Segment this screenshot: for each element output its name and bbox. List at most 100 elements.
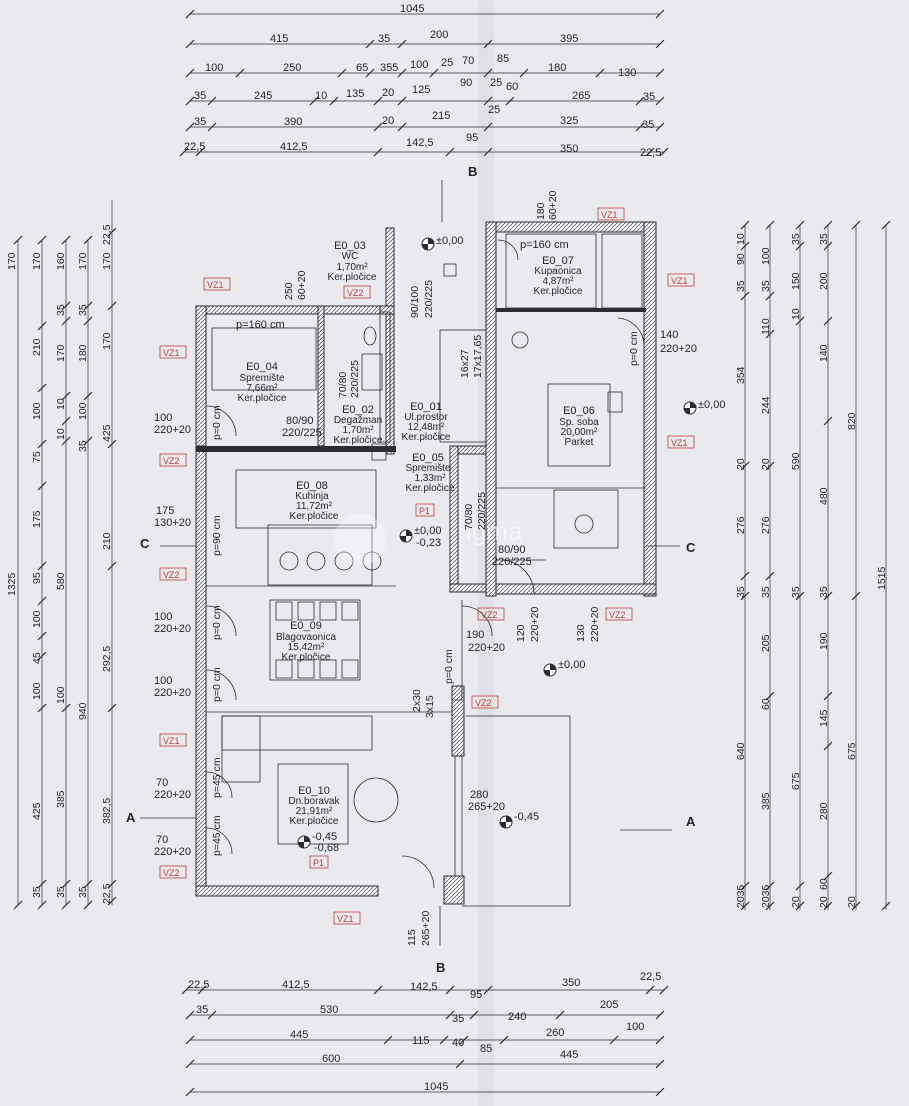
- dim-top-3-1: 35: [194, 90, 206, 102]
- dim-left-c4: 10: [55, 398, 67, 410]
- dim-top-3-10: 265: [572, 90, 590, 102]
- level-marker-bedroom: ±0,00: [683, 399, 725, 415]
- dim-right-b2: 35: [760, 280, 772, 292]
- svg-text:220/225: 220/225: [423, 280, 435, 318]
- section-b-bottom: B: [436, 960, 445, 975]
- svg-text:280: 280: [470, 789, 488, 801]
- svg-text:130+20: 130+20: [154, 517, 191, 529]
- dim-left-total: 1325: [6, 572, 18, 596]
- tag-vz1-g: VZ1: [337, 914, 354, 924]
- dim-left-b6: 95: [31, 572, 43, 584]
- dim-right-b3: 110: [760, 318, 772, 335]
- dim-left-b11: 35: [31, 886, 43, 898]
- dim-top-2-7: 70: [462, 55, 474, 67]
- svg-text:70/80: 70/80: [463, 504, 475, 530]
- svg-text:E0_09: E0_09: [290, 620, 322, 632]
- tag-vz1-c: VZ1: [671, 276, 688, 286]
- svg-text:21,91m²: 21,91m²: [296, 806, 333, 817]
- svg-text:130: 130: [575, 624, 587, 642]
- dim-right-e2: 675: [846, 742, 858, 760]
- dim-left-e3: 425: [101, 424, 113, 442]
- dim-left-b7: 100: [31, 610, 43, 628]
- dim-left-b3: 100: [31, 402, 43, 420]
- dim-top-4-7: 35: [642, 119, 654, 131]
- svg-text:1,70m²: 1,70m²: [336, 262, 368, 273]
- room-e0-04: E0_04 Spremište 7,66m² Ker.pločice: [238, 361, 287, 404]
- section-c-left: C: [140, 536, 150, 551]
- svg-text:±0,00: ±0,00: [414, 525, 441, 537]
- svg-text:4,87m²: 4,87m²: [542, 276, 574, 287]
- dim-right-c3: 10: [790, 308, 802, 320]
- svg-text:20,00m²: 20,00m²: [561, 427, 598, 438]
- svg-text:E0_02: E0_02: [342, 404, 374, 416]
- svg-text:Ker.pločice: Ker.pločice: [334, 435, 383, 446]
- bottom-dimension-chains: 22,5 412,5 142,5 95 350 22,5 35 530 35 2…: [181, 971, 669, 1097]
- dim-right-a2: 90: [735, 253, 747, 265]
- dim-right-b10: 385: [760, 792, 772, 810]
- room-e0-01: E0_01 Ul.prostor 12,48m² Ker.pločice: [402, 401, 451, 443]
- dim-left-c7: 100: [55, 686, 67, 704]
- dim-left-c8: 385: [55, 790, 67, 808]
- room-e0-08: E0_08 Kuhinja 11,72m² Ker.pločice: [290, 480, 339, 522]
- dim-right-a6: 276: [735, 516, 747, 534]
- room-e0-05: E0_05 Spremište 1,33m² Ker.pločice: [405, 452, 454, 494]
- svg-text:E0_04: E0_04: [246, 361, 278, 373]
- tag-vz2-c: VZ2: [163, 570, 180, 580]
- dim-top-1-1: 415: [270, 33, 288, 45]
- dim-right-d3: 140: [818, 344, 830, 362]
- room-e0-03: E0_03 WC 1,70m² Ker.pločice: [328, 240, 377, 283]
- tag-vz2-f: VZ2: [475, 698, 492, 708]
- svg-text:12,48m²: 12,48m²: [408, 422, 445, 433]
- dim-left-d7: 35: [77, 886, 89, 898]
- svg-text:Spremište: Spremište: [405, 463, 450, 474]
- svg-text:E0_10: E0_10: [298, 785, 330, 797]
- level-marker-terrace: -0,45: [499, 811, 539, 829]
- svg-text:115: 115: [406, 929, 418, 946]
- dim-bot-2-3: 35: [452, 1013, 464, 1025]
- dim-top-4-6: 325: [560, 115, 578, 127]
- watermark-logo-icon: [334, 514, 386, 566]
- dim-left-c3: 170: [55, 344, 67, 362]
- dim-top-1-3: 200: [430, 29, 448, 41]
- svg-text:E0_08: E0_08: [296, 480, 328, 492]
- svg-text:16x27: 16x27: [459, 349, 471, 378]
- dim-bot-4-1: 600: [322, 1053, 340, 1065]
- dim-top-5-5: 350: [560, 143, 578, 155]
- svg-text:E0_05: E0_05: [412, 452, 444, 464]
- dim-left-c2: 35: [55, 304, 67, 316]
- svg-text:15,42m²: 15,42m²: [288, 642, 325, 653]
- svg-text:Sp. soba: Sp. soba: [559, 417, 599, 428]
- dim-right-b5: 20: [760, 458, 772, 470]
- svg-text:p=0 cm: p=0 cm: [211, 405, 223, 440]
- dim-bot-3-3: 40: [452, 1037, 464, 1049]
- svg-text:120: 120: [515, 624, 527, 642]
- level-marker-hall: ±0,00: [421, 235, 463, 251]
- svg-text:220/225: 220/225: [349, 360, 361, 398]
- tag-vz1-a: VZ1: [207, 280, 224, 290]
- dim-top-1-2: 35: [378, 33, 390, 45]
- svg-text:-0,23: -0,23: [416, 537, 441, 549]
- svg-text:Kupaonica: Kupaonica: [534, 266, 582, 277]
- dim-top-2-9: 180: [548, 62, 566, 74]
- tag-p1-b: P1: [313, 858, 324, 868]
- svg-text:220+20: 220+20: [468, 642, 505, 654]
- dim-right-b11: 2035: [760, 884, 772, 908]
- svg-text:220+20: 220+20: [154, 687, 191, 699]
- tag-vz2-e: VZ2: [609, 610, 626, 620]
- section-markers: B B C C A A: [126, 164, 696, 975]
- dim-right-total: 1515: [876, 566, 888, 590]
- svg-text:Ker.pločice: Ker.pločice: [290, 816, 339, 827]
- dim-right-c4: 590: [790, 452, 802, 470]
- dim-bot-2-5: 205: [600, 999, 618, 1011]
- svg-text:265+20: 265+20: [468, 801, 505, 813]
- dim-left-d6: 940: [77, 702, 89, 720]
- dim-left-b8: 45: [31, 652, 43, 664]
- svg-text:±0,00: ±0,00: [436, 235, 463, 247]
- svg-text:80/90: 80/90: [286, 415, 314, 427]
- dim-right-d9: 60: [818, 878, 830, 890]
- svg-text:p=160 cm: p=160 cm: [236, 319, 285, 331]
- tag-vz2-d: VZ2: [481, 610, 498, 620]
- dim-left-d2: 35: [77, 304, 89, 316]
- svg-text:p=0 cm: p=0 cm: [211, 667, 223, 702]
- svg-text:Ker.pločice: Ker.pločice: [290, 511, 339, 522]
